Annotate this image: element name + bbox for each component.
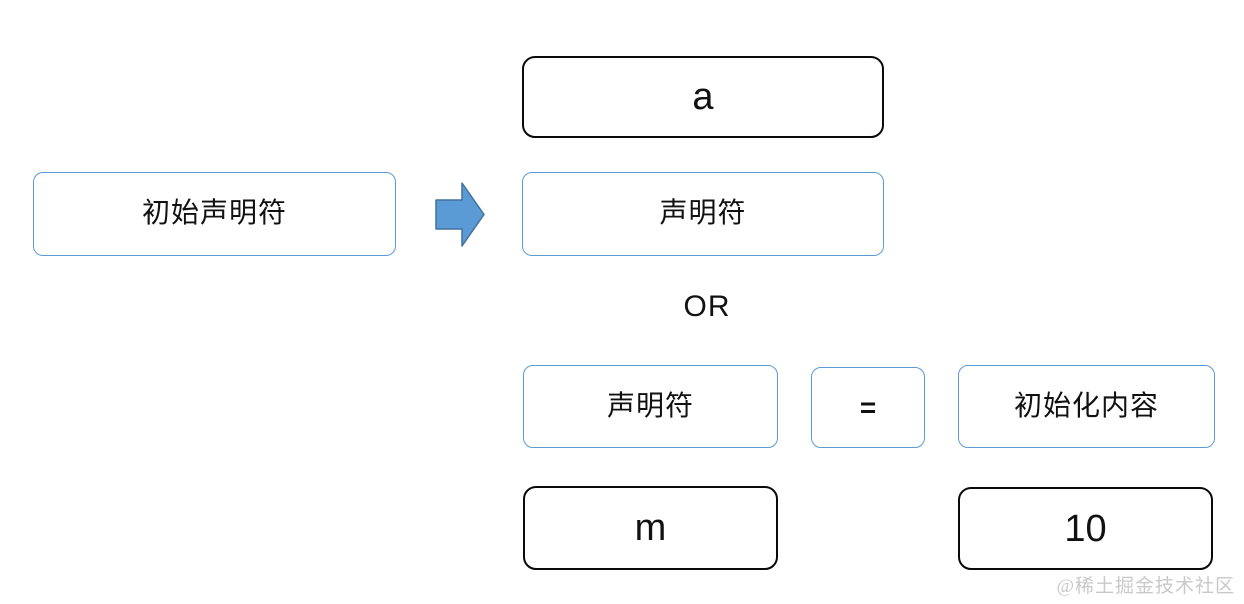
watermark: @稀土掘金技术社区 bbox=[1056, 576, 1235, 597]
node-equals-sign: = bbox=[811, 367, 925, 448]
node-example-10: 10 bbox=[958, 487, 1213, 570]
node-declarator-result: 声明符 bbox=[522, 172, 884, 256]
node-declarator: 声明符 bbox=[523, 365, 778, 448]
node-example-a: a bbox=[522, 56, 884, 138]
node-example-m: m bbox=[523, 486, 778, 570]
node-initializer-content: 初始化内容 bbox=[958, 365, 1215, 448]
right-block-arrow-icon bbox=[435, 182, 485, 247]
or-label: OR bbox=[683, 290, 731, 323]
node-initial-declarator: 初始声明符 bbox=[33, 172, 396, 256]
